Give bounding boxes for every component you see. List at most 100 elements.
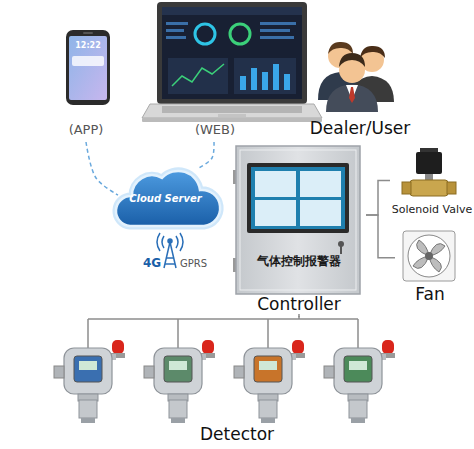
laptop-icon <box>260 36 294 39</box>
fan-icon <box>403 231 455 281</box>
laptop-icon <box>251 68 257 90</box>
laptop-icon <box>195 24 215 44</box>
laptop-icon <box>240 76 246 90</box>
controller-cabinet <box>255 200 296 226</box>
controller-cabinet <box>233 146 360 294</box>
controller-cabinet <box>247 163 349 233</box>
node-label: 气体控制报警器 <box>232 254 366 268</box>
gas-detectors <box>349 361 367 370</box>
gas-detectors <box>54 340 395 423</box>
people-icon <box>339 53 365 67</box>
laptop-icon <box>230 24 250 44</box>
phone-icon <box>66 30 110 105</box>
fan-icon <box>425 252 433 260</box>
node-label: Solenoid Valve <box>390 203 474 216</box>
antenna-icon <box>165 263 175 265</box>
wireless-link <box>199 142 214 168</box>
detector-bus-wire <box>87 319 89 348</box>
laptop-icon <box>162 106 302 113</box>
antenna-icon <box>162 236 164 248</box>
solenoid-valve-icon <box>410 180 448 196</box>
controller-cabinet <box>300 200 341 226</box>
dealer-user: Dealer/User <box>305 30 415 142</box>
gas-detectors <box>144 340 215 423</box>
laptop-icon <box>234 58 296 94</box>
laptop-icon <box>162 7 302 99</box>
laptop-icon <box>157 2 307 104</box>
laptop-icon <box>218 114 246 117</box>
signal-wire <box>366 215 395 258</box>
node-label: (APP) <box>55 122 117 138</box>
antenna-icon <box>176 236 178 248</box>
laptop-icon <box>142 118 322 122</box>
controller-cabinet <box>240 150 356 290</box>
solenoid-valve: Solenoid Valve <box>390 148 474 220</box>
node-label: Detector <box>187 424 287 444</box>
node-label: Dealer/User <box>305 118 415 138</box>
laptop-icon <box>260 29 290 32</box>
phone-icon <box>66 30 110 105</box>
node-label: Cloud Server <box>118 193 213 205</box>
node-label: (WEB) <box>175 122 255 138</box>
node-label: Fan <box>395 284 465 304</box>
laptop-icon <box>260 22 296 25</box>
controller-cabinet <box>340 244 342 254</box>
wireless-link <box>86 142 118 195</box>
fan-icon <box>408 235 450 277</box>
gas-detectors <box>54 340 125 423</box>
cloud-shape <box>116 171 220 226</box>
laptop-icon <box>262 72 268 90</box>
people-icon <box>349 87 355 103</box>
controller-cabinet <box>251 167 345 229</box>
laptop-icon <box>168 58 228 94</box>
gas-detector-group: Detector <box>40 317 430 447</box>
people-icon <box>326 84 378 112</box>
node-label: Controller <box>232 294 366 314</box>
exhaust-fan: Fan <box>395 228 465 306</box>
laptop-icon <box>273 64 279 90</box>
laptop-icon <box>142 104 322 118</box>
solenoid-valve-icon <box>416 152 442 174</box>
laptop-icon <box>284 74 290 90</box>
gas-detectors <box>169 361 187 370</box>
laptop-icon <box>142 2 322 122</box>
cloud-shape <box>116 171 220 226</box>
phone-icon <box>83 32 93 34</box>
detector-bus-wire <box>88 316 358 348</box>
laptop-icon <box>162 7 302 15</box>
antenna-icon <box>180 233 183 251</box>
annotation-label: GPRS <box>180 258 207 270</box>
solenoid-valve-icon <box>402 182 411 194</box>
controller-cabinet: 气体控制报警器 Controller <box>232 142 366 314</box>
phone-icon <box>72 56 104 66</box>
signal-wire <box>366 180 390 215</box>
people-icon <box>328 42 353 54</box>
cloud-shape <box>116 171 220 226</box>
gas-detectors <box>259 361 277 370</box>
gas-detectors <box>74 356 102 382</box>
solenoid-valve-icon <box>402 148 456 196</box>
gas-detectors <box>324 340 395 423</box>
signal-wire <box>298 314 300 317</box>
antenna-icon <box>166 257 174 259</box>
laptop-icon <box>166 36 186 39</box>
detector-bus-wire <box>357 319 359 348</box>
antenna-icon <box>168 239 172 243</box>
gas-detectors <box>344 356 372 382</box>
solenoid-valve-icon <box>447 182 456 194</box>
people-icon <box>318 42 394 112</box>
antenna-icon <box>157 233 160 251</box>
people-icon <box>360 46 385 58</box>
solenoid-valve-icon <box>425 174 433 180</box>
gas-detectors <box>234 340 305 423</box>
fan-icon <box>403 231 455 281</box>
gas-detectors <box>79 361 97 370</box>
laptop-icon <box>166 29 184 32</box>
controller-cabinet <box>300 171 341 197</box>
detector-bus-wire <box>177 319 179 348</box>
